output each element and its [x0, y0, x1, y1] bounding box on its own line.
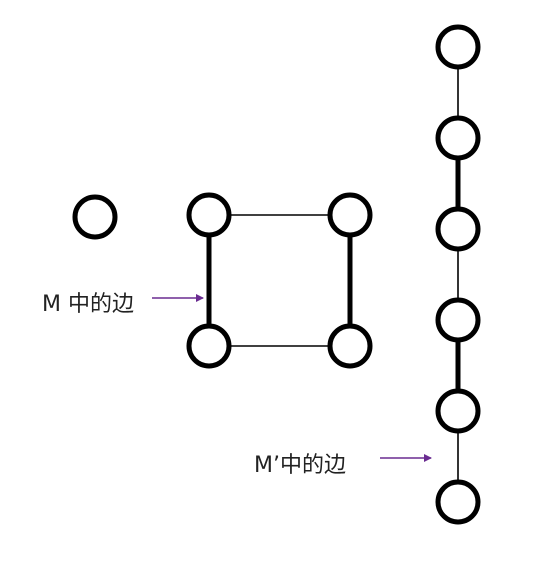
node-path-1: [435, 24, 481, 70]
node-sq-bottom-right: [327, 323, 373, 369]
edges-layer: [206, 47, 461, 502]
node-isolated: [72, 194, 118, 240]
node-path-4: [435, 297, 481, 343]
node-sq-top-left: [186, 192, 232, 238]
node-sq-bottom-left: [186, 323, 232, 369]
node-path-3: [435, 206, 481, 252]
node-path-6: [435, 479, 481, 525]
m-edges-label: M 中的边: [42, 292, 134, 317]
nodes-layer: [72, 24, 481, 525]
node-path-2: [435, 115, 481, 161]
m-prime-edges-label: M’中的边: [254, 453, 346, 478]
node-path-5: [435, 388, 481, 434]
node-sq-top-right: [327, 192, 373, 238]
